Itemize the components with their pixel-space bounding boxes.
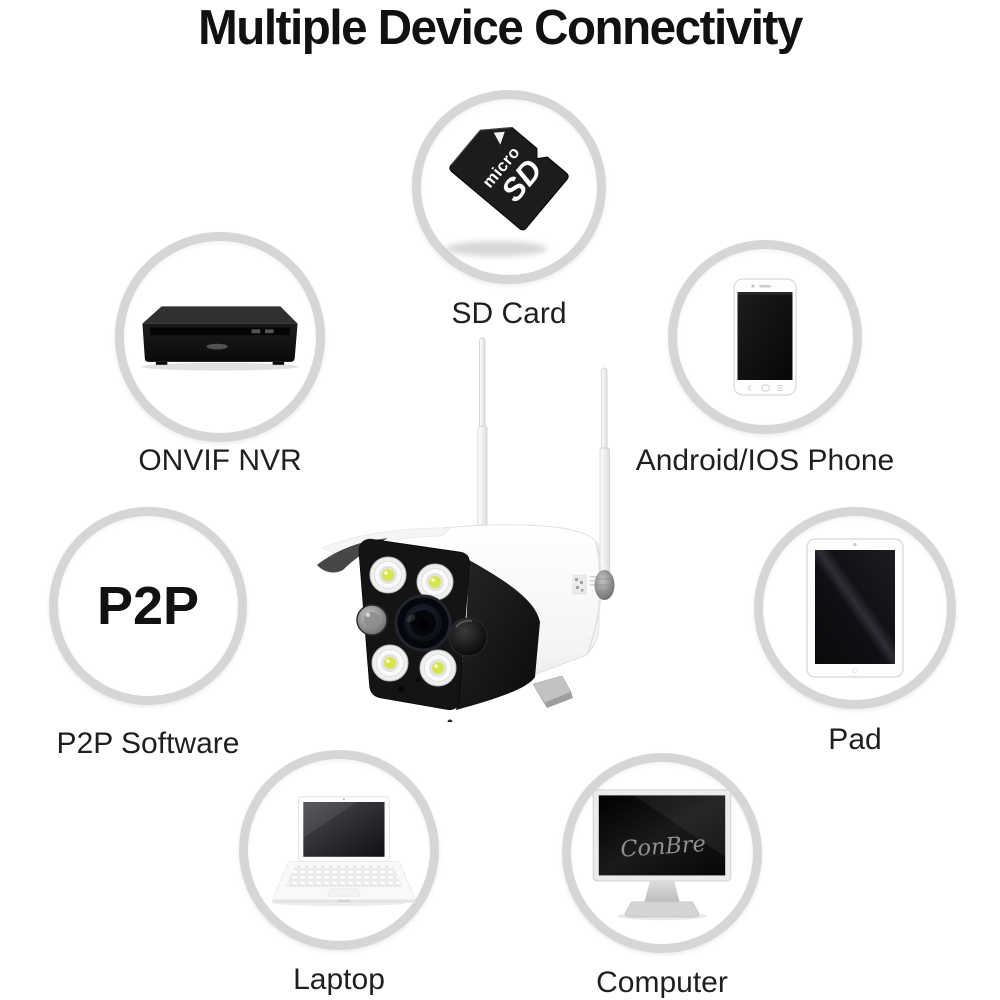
node-pad: Pad <box>754 507 956 756</box>
camera-mic-hole <box>398 686 404 692</box>
camera-ir-sensor <box>356 604 388 636</box>
node-label-pad: Pad <box>828 723 882 756</box>
card-arrow-mark <box>493 131 505 145</box>
nvr-circle <box>115 232 325 442</box>
tablet-icon <box>806 538 904 678</box>
camera-led-bottom-right <box>419 649 457 687</box>
card-shadow <box>445 240 548 257</box>
camera-screw-dot <box>416 678 420 682</box>
pad-home-button <box>852 667 858 674</box>
node-label-sd-card: SD Card <box>451 297 567 330</box>
node-onvif-nvr: ONVIF NVR <box>115 232 325 477</box>
computer-circle: ConBre <box>562 753 762 953</box>
camera-bottom-screw <box>447 719 453 725</box>
node-label-computer: Computer <box>596 966 728 999</box>
monitor-screen <box>598 795 726 876</box>
camera-mount-foot <box>532 675 573 708</box>
laptop-webcam-dot <box>342 798 345 801</box>
p2p-circle: P2P <box>49 507 247 705</box>
laptop-keys <box>286 865 402 887</box>
card-edge-highlight <box>450 127 513 166</box>
node-label-android-ios-phone: Android/IOS Phone <box>635 444 895 477</box>
camera-lens <box>394 594 452 652</box>
wifi-bullet-camera-icon <box>317 337 615 725</box>
pad-screen <box>815 550 895 664</box>
node-label-onvif-nvr: ONVIF NVR <box>138 444 302 477</box>
monitor-screen-text: ConBre <box>620 831 707 863</box>
pad-camera-dot <box>853 542 857 547</box>
laptop-latch <box>337 899 351 902</box>
camera-light-sensor <box>448 617 488 657</box>
nvr-port-1 <box>251 329 261 334</box>
smartphone-icon <box>733 278 797 396</box>
monitor-stand-neck <box>644 881 680 902</box>
phone-circle <box>668 240 862 434</box>
monitor-stand-base <box>624 901 700 918</box>
node-laptop: Laptop <box>239 750 439 996</box>
micro-sd-card: micro SD <box>449 126 569 231</box>
node-computer: ConBre Computer <box>562 753 762 999</box>
nvr-logo-mark <box>206 343 228 350</box>
phone-status-bar <box>737 292 793 295</box>
nvr-foot-right <box>272 361 285 365</box>
node-p2p-software: P2P P2P Software <box>49 507 247 760</box>
camera-led-top-right <box>416 563 454 601</box>
pad-circle <box>754 507 956 709</box>
center-camera <box>290 332 710 727</box>
node-android-ios-phone: Android/IOS Phone <box>636 240 894 477</box>
p2p-text: P2P <box>96 576 200 636</box>
camera-antenna-right <box>599 367 610 577</box>
monitor-screen-gloss <box>634 795 726 857</box>
node-label-laptop: Laptop <box>293 963 385 996</box>
node-label-p2p-software: P2P Software <box>56 727 240 760</box>
camera-antenna-left <box>477 337 488 547</box>
nvr-top-face <box>142 306 298 324</box>
camera-led-bottom-left <box>371 644 409 682</box>
nvr-shadow <box>141 362 299 371</box>
page-title: Multiple Device Connectivity <box>198 1 803 55</box>
card-body <box>449 126 569 231</box>
laptop-screen-gloss <box>303 802 358 838</box>
camera-led-top-left <box>369 556 407 594</box>
desktop-monitor-icon: ConBre <box>592 789 732 921</box>
camera-head-side <box>456 560 540 710</box>
phone-camera-dot <box>751 284 755 288</box>
laptop-touchpad <box>327 888 361 897</box>
phone-speaker <box>759 285 771 288</box>
phone-back-icon <box>747 384 752 392</box>
phone-home-icon <box>761 384 770 392</box>
laptop-icon <box>271 796 416 906</box>
sd-card-circle: micro SD <box>412 90 606 284</box>
phone-screen <box>737 292 793 380</box>
phone-menu-icon <box>777 385 783 391</box>
camera-qr-sticker <box>572 574 598 595</box>
nvr-foot-left <box>155 361 168 365</box>
camera-antenna-hinge <box>594 570 615 600</box>
node-sd-card: micro SD SD Card <box>412 90 606 330</box>
nvr-recorder-icon <box>141 306 299 371</box>
micro-sd-card-icon: micro SD <box>445 126 569 257</box>
nvr-port-2 <box>265 329 274 334</box>
laptop-circle <box>239 750 439 950</box>
laptop-screen <box>303 802 385 857</box>
nvr-front-groove <box>150 327 290 336</box>
